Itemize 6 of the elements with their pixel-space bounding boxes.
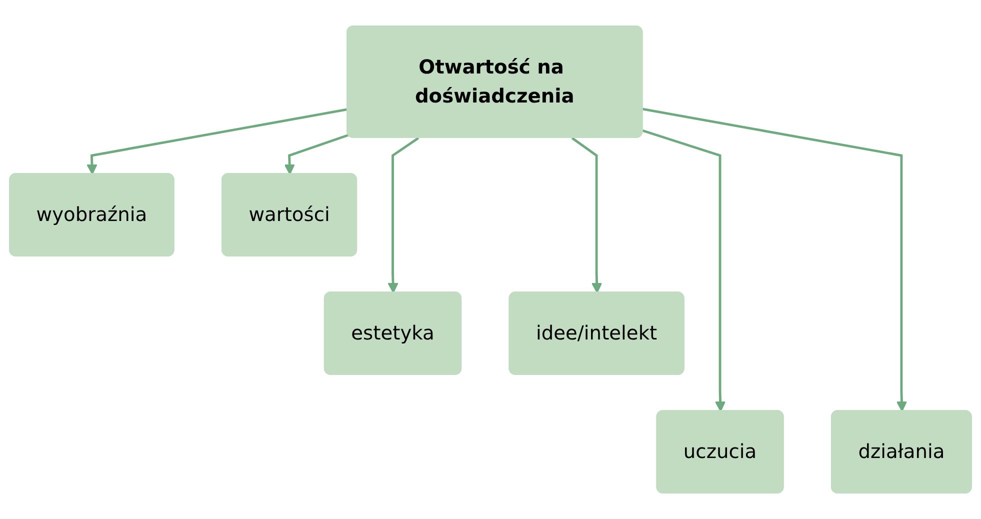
arrow <box>642 108 908 412</box>
arrow <box>86 108 348 175</box>
arrow <box>388 136 420 294</box>
arrow <box>284 134 349 175</box>
arrow <box>571 136 602 294</box>
arrow <box>642 129 726 412</box>
